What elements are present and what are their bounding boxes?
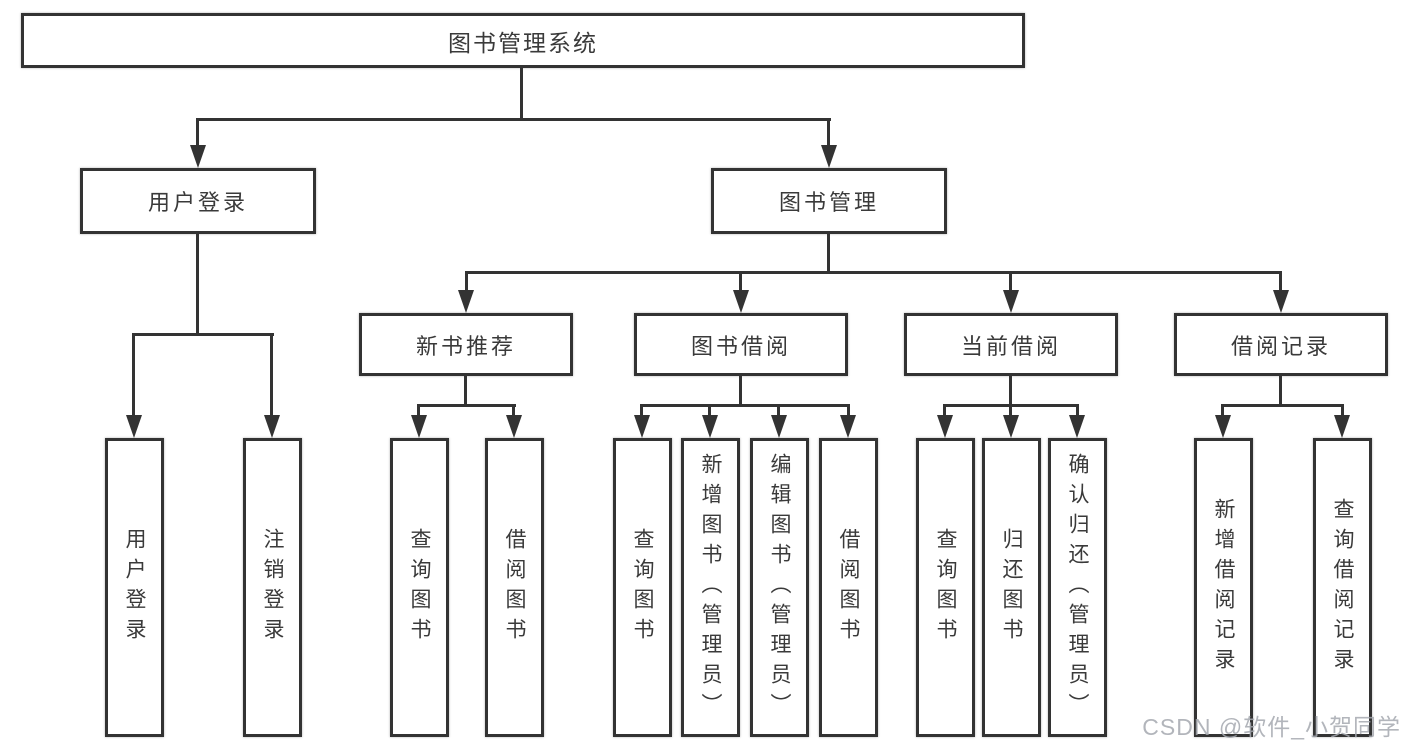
arrow-down-icon <box>937 415 953 438</box>
connector-line <box>827 234 830 274</box>
arrow-down-icon <box>458 290 474 313</box>
arrow-down-icon <box>634 415 650 438</box>
leaf-add-book-admin: 新增图书（管理员） <box>681 438 740 737</box>
connector-line <box>1009 271 1012 291</box>
connector-line <box>1076 404 1079 416</box>
leaf-query-borrow-record: 查询借阅记录 <box>1313 438 1372 737</box>
arrow-down-icon <box>506 415 522 438</box>
node-label: 归还图书 <box>1000 527 1024 648</box>
node-library-management-system: 图书管理系统 <box>21 13 1025 68</box>
node-label: 注销登录 <box>261 527 285 648</box>
arrow-down-icon <box>840 415 856 438</box>
connector-line <box>196 118 199 147</box>
arrow-down-icon <box>821 145 837 168</box>
connector-line <box>640 404 850 407</box>
leaf-borrow-books-recommend: 借阅图书 <box>485 438 544 737</box>
connector-line <box>417 404 516 407</box>
leaf-query-books-borrow: 查询图书 <box>613 438 672 737</box>
node-borrow-records: 借阅记录 <box>1174 313 1388 376</box>
arrow-down-icon <box>771 415 787 438</box>
node-label: 图书借阅 <box>690 333 791 359</box>
leaf-borrow-book: 借阅图书 <box>819 438 878 737</box>
connector-line <box>132 333 274 336</box>
arrow-down-icon <box>1069 415 1085 438</box>
arrow-down-icon <box>1215 415 1231 438</box>
connector-line <box>465 271 1282 274</box>
node-new-book-recommend: 新书推荐 <box>359 313 573 376</box>
arrow-down-icon <box>126 415 142 438</box>
connector-line <box>739 271 742 291</box>
connector-line <box>132 333 135 416</box>
leaf-edit-book-admin: 编辑图书（管理员） <box>750 438 809 737</box>
leaf-logout: 注销登录 <box>243 438 302 737</box>
node-label: 用户登录 <box>147 190 248 215</box>
connector-line <box>943 404 946 416</box>
arrow-down-icon <box>1003 415 1019 438</box>
connector-line <box>270 333 273 416</box>
node-label: 新增借阅记录 <box>1212 497 1236 678</box>
connector-line <box>1279 376 1282 407</box>
connector-line <box>512 404 515 416</box>
node-label: 借阅图书 <box>503 527 527 648</box>
node-label: 用户登录 <box>123 527 147 648</box>
node-book-management: 图书管理 <box>711 168 947 234</box>
node-label: 查询图书 <box>934 527 958 648</box>
node-label: 新书推荐 <box>415 333 516 359</box>
node-label: 查询借阅记录 <box>1331 497 1355 678</box>
connector-line <box>1009 376 1012 407</box>
node-label: 编辑图书（管理员） <box>768 452 792 723</box>
leaf-query-books-current: 查询图书 <box>916 438 975 737</box>
node-label: 图书管理系统 <box>448 29 598 56</box>
arrow-down-icon <box>190 145 206 168</box>
connector-line <box>777 404 780 416</box>
connector-line <box>847 404 850 416</box>
node-label: 确认归还（管理员） <box>1066 452 1090 723</box>
leaf-query-books-recommend: 查询图书 <box>390 438 449 737</box>
watermark: CSDN @软件_小贺同学 <box>1142 714 1401 740</box>
node-label: 当前借阅 <box>960 333 1061 359</box>
node-label: 新增图书（管理员） <box>699 452 723 723</box>
connector-line <box>417 404 420 416</box>
arrow-down-icon <box>733 290 749 313</box>
connector-line <box>465 271 468 291</box>
node-label: 图书管理 <box>778 190 879 215</box>
connector-line <box>1279 271 1282 291</box>
connector-line <box>196 234 199 335</box>
connector-line <box>520 68 523 120</box>
connector-line <box>1221 404 1344 407</box>
node-label: 借阅图书 <box>837 527 861 648</box>
connector-line <box>708 404 711 416</box>
connector-line <box>827 118 830 147</box>
connector-line <box>1009 404 1012 416</box>
node-current-borrow: 当前借阅 <box>904 313 1118 376</box>
node-user-login-group: 用户登录 <box>80 168 316 234</box>
arrow-down-icon <box>702 415 718 438</box>
leaf-confirm-return-admin: 确认归还（管理员） <box>1048 438 1107 737</box>
node-label: 借阅记录 <box>1230 333 1331 359</box>
arrow-down-icon <box>1003 290 1019 313</box>
connector-line <box>640 404 643 416</box>
leaf-return-book: 归还图书 <box>982 438 1041 737</box>
arrow-down-icon <box>411 415 427 438</box>
node-label: 查询图书 <box>631 527 655 648</box>
arrow-down-icon <box>1273 290 1289 313</box>
connector-line <box>1221 404 1224 416</box>
leaf-add-borrow-record: 新增借阅记录 <box>1194 438 1253 737</box>
connector-line <box>464 376 467 407</box>
arrow-down-icon <box>1334 415 1350 438</box>
connector-line <box>196 118 831 121</box>
connector-line <box>739 376 742 407</box>
leaf-user-login: 用户登录 <box>105 438 164 737</box>
arrow-down-icon <box>264 415 280 438</box>
node-book-borrow: 图书借阅 <box>634 313 848 376</box>
node-label: 查询图书 <box>408 527 432 648</box>
connector-line <box>1341 404 1344 416</box>
